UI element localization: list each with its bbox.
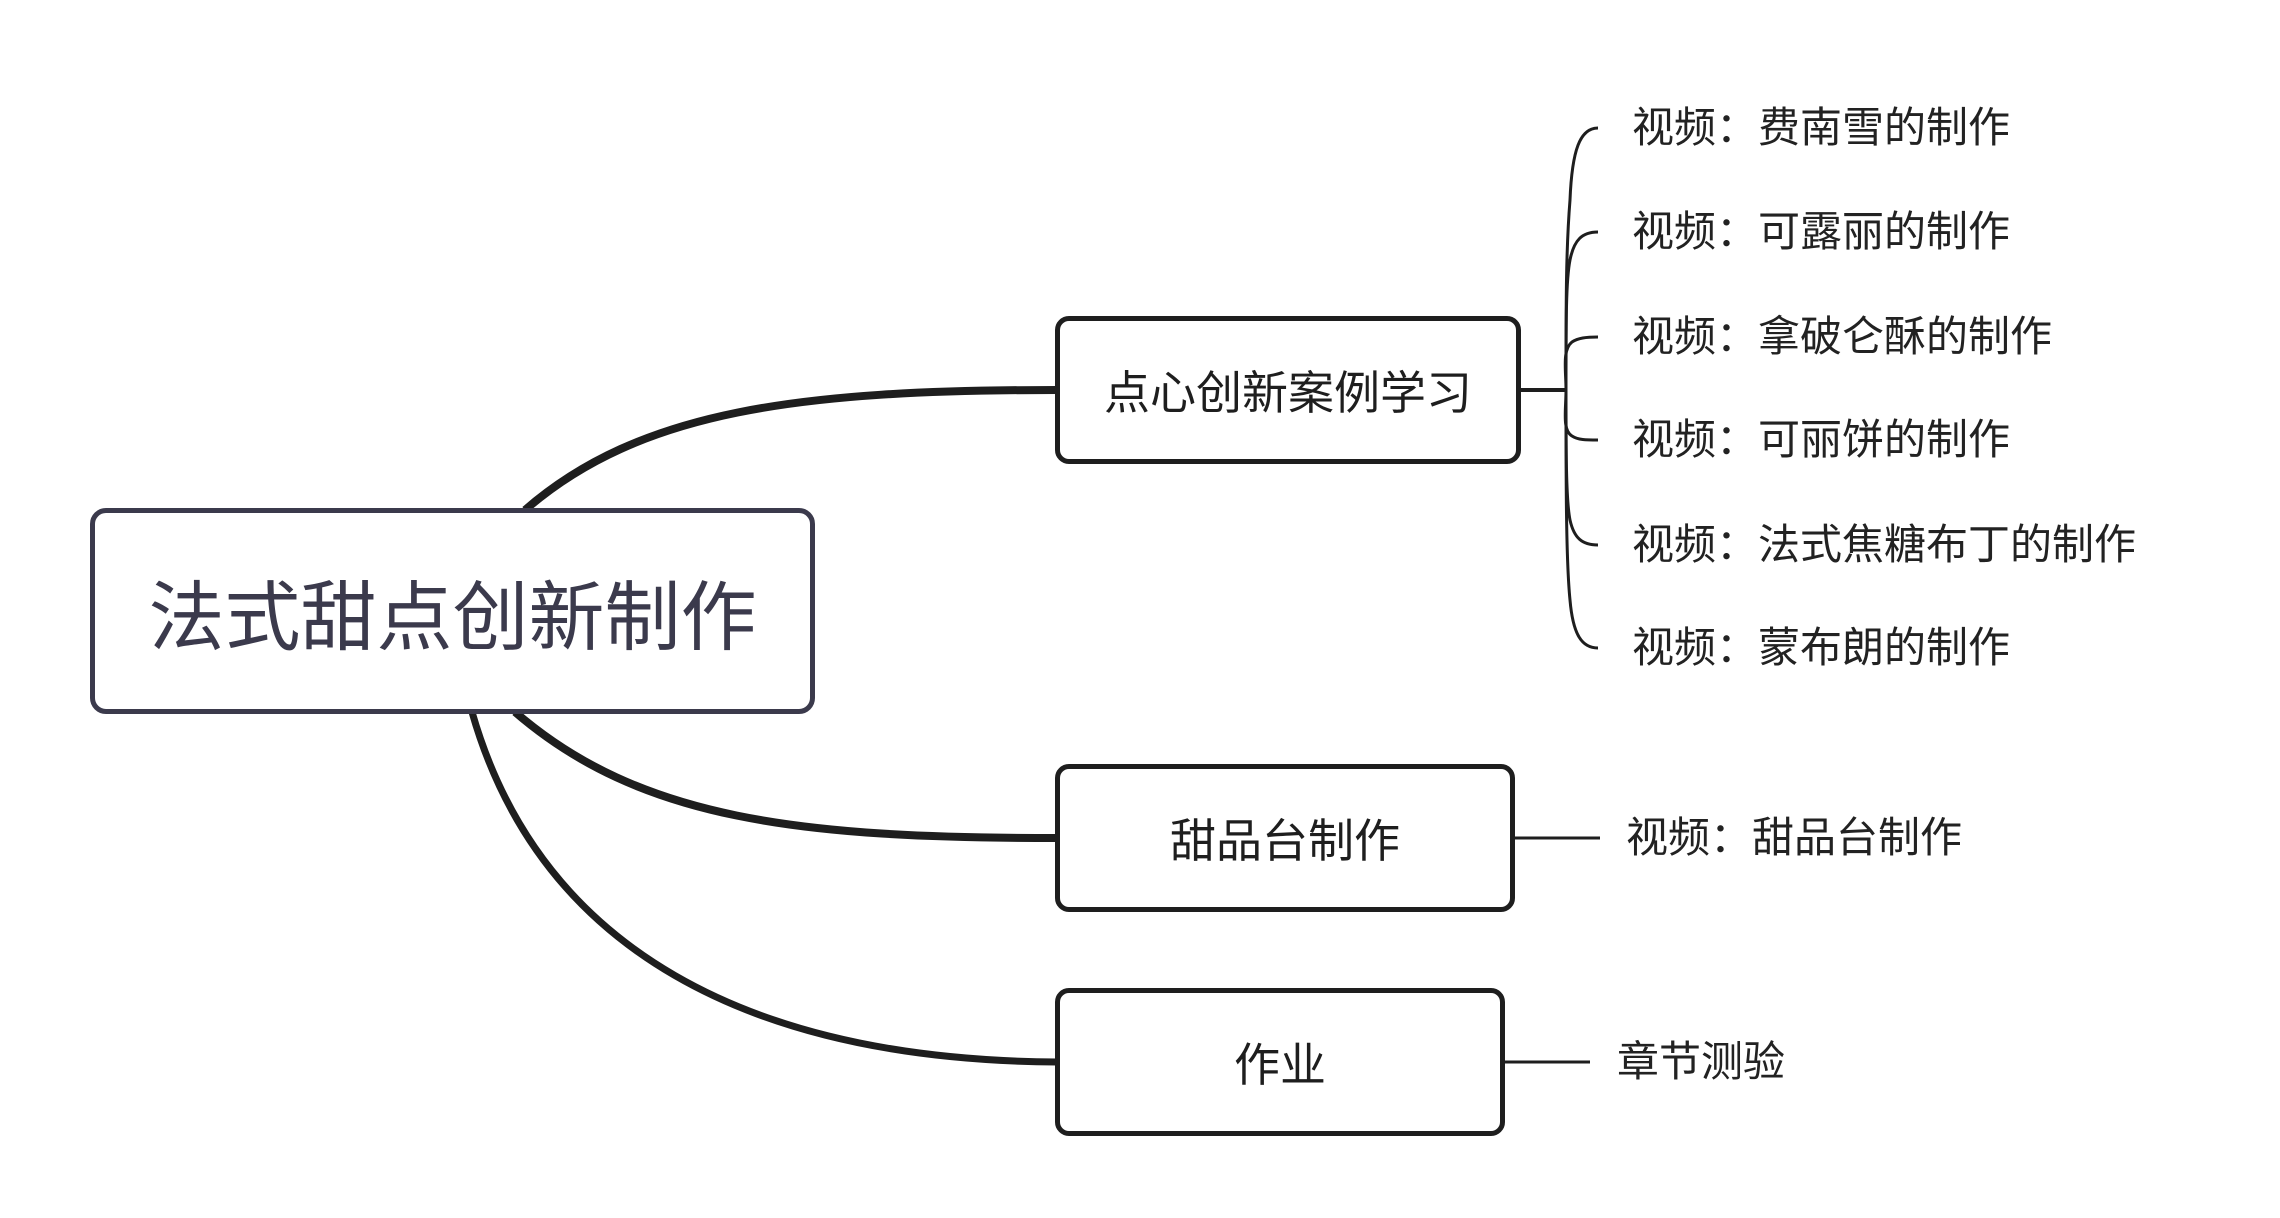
leaf-node[interactable]: 视频：拿破仑酥的制作 bbox=[1632, 312, 2053, 361]
root-node-label: 法式甜点创新制作 bbox=[148, 573, 757, 662]
connector-branch-1-leaf-3 bbox=[1563, 335, 1599, 391]
leaf-node[interactable]: 视频：甜品台制作 bbox=[1626, 813, 1963, 862]
leaf-node[interactable]: 视频：蒙布朗的制作 bbox=[1632, 623, 2011, 672]
leaf-node[interactable]: 视频：法式焦糖布丁的制作 bbox=[1632, 520, 2137, 569]
root-node[interactable]: 法式甜点创新制作 bbox=[90, 508, 815, 714]
leaf-node[interactable]: 视频：费南雪的制作 bbox=[1632, 103, 2011, 152]
leaf-node[interactable]: 视频：可丽饼的制作 bbox=[1632, 415, 2011, 464]
branch-node-homework[interactable]: 作业 bbox=[1055, 988, 1505, 1136]
branch-node-dessert-table[interactable]: 甜品台制作 bbox=[1055, 764, 1515, 912]
branch-node-label: 甜品台制作 bbox=[1170, 814, 1400, 868]
branch-node-dessert-case-study[interactable]: 点心创新案例学习 bbox=[1055, 316, 1521, 464]
branch-node-label: 作业 bbox=[1234, 1038, 1326, 1092]
connector-root-branch-1 bbox=[522, 386, 1058, 514]
connector-branch-1-leaf-5 bbox=[1564, 389, 1599, 547]
connector-branch-1-leaf-4 bbox=[1563, 389, 1599, 442]
connector-branch-1-leaf-6 bbox=[1564, 389, 1599, 650]
connector-branch-1-leaf-2 bbox=[1564, 230, 1599, 391]
leaf-node[interactable]: 章节测验 bbox=[1617, 1037, 1786, 1086]
branch-node-label: 点心创新案例学习 bbox=[1104, 366, 1472, 420]
connector-root-branch-2 bbox=[512, 708, 1058, 842]
leaf-node[interactable]: 视频：可露丽的制作 bbox=[1632, 207, 2011, 256]
connector-root-branch-3 bbox=[468, 711, 1058, 1066]
